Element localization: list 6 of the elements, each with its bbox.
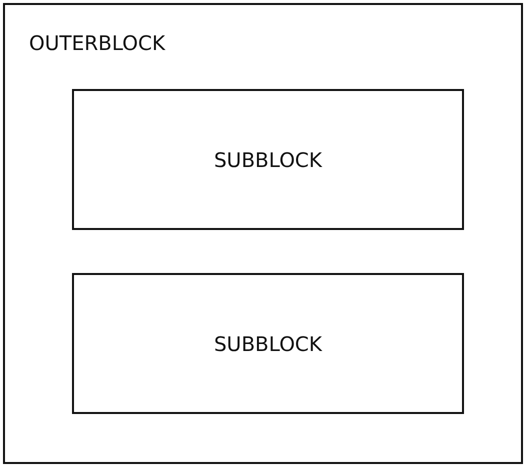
- sub-block: [72, 273, 464, 414]
- block-label: SUBBLOCK: [214, 148, 322, 172]
- block-label: SUBBLOCK: [214, 332, 322, 356]
- outer-block: [3, 3, 523, 464]
- block-label: OUTERBLOCK: [29, 31, 166, 55]
- sub-block: [72, 89, 464, 230]
